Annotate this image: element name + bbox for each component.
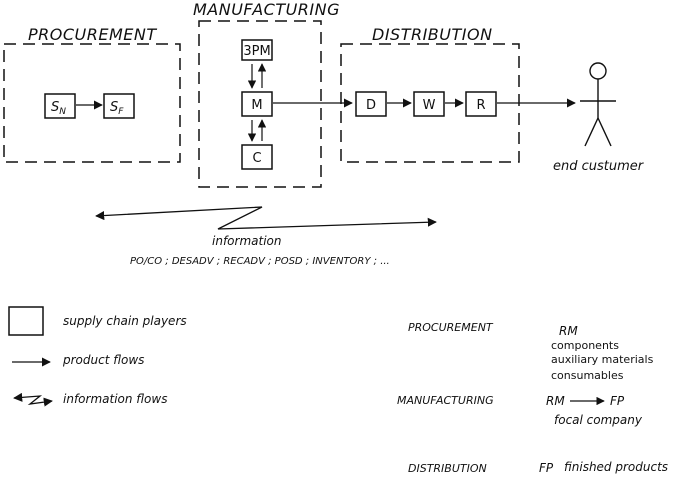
node-r (465, 91, 497, 117)
procurement-region (3, 43, 181, 163)
node-sn-label: SN (51, 100, 66, 117)
side-procurement-item-3: consumables (551, 369, 624, 382)
node-sf-label: SF (110, 100, 124, 117)
side-procurement-item-2: auxiliary materials (551, 353, 654, 366)
side-manufacturing-title: MANUFACTURING (397, 394, 494, 407)
legend-information-arrow (13, 392, 53, 407)
side-procurement-item-1: components (551, 339, 619, 352)
side-distribution-code: FP (539, 461, 554, 475)
customer-figure (580, 62, 616, 147)
legend-product-label: product flows (62, 353, 144, 367)
manufacturing-region (198, 20, 322, 188)
side-manufacturing-to: FP (610, 394, 625, 408)
manufacturing-title: MANUFACTURING (193, 0, 340, 19)
procurement-title: PROCUREMENT (28, 25, 157, 44)
node-r-label: R (476, 98, 485, 113)
side-procurement-head: RM (559, 324, 578, 338)
node-d (355, 91, 387, 117)
information-flow-arrow (95, 206, 437, 230)
node-3pm (241, 39, 273, 61)
node-d-label: D (366, 98, 376, 113)
distribution-title: DISTRIBUTION (372, 25, 493, 44)
node-m (241, 91, 273, 117)
side-distribution-text: finished products (564, 460, 668, 474)
node-3pm-label: 3PM (243, 44, 270, 59)
side-manufacturing-note: focal company (554, 413, 643, 427)
legend-information-label: information flows (63, 392, 167, 406)
legend-player-box (8, 306, 44, 336)
side-distribution-title: DISTRIBUTION (408, 462, 487, 475)
side-procurement-title: PROCUREMENT (408, 321, 494, 334)
node-w (413, 91, 445, 117)
information-label: information (212, 234, 281, 248)
information-items: PO/CO ; DESADV ; RECADV ; POSD ; INVENTO… (130, 256, 390, 267)
legend-players-label: supply chain players (63, 314, 187, 328)
node-c-label: C (252, 151, 261, 166)
node-c (241, 144, 273, 170)
node-m-label: M (251, 98, 262, 113)
node-sf (103, 93, 135, 119)
node-sn (44, 93, 76, 119)
side-manufacturing-from: RM (546, 394, 565, 408)
customer-label: end custumer (553, 159, 645, 174)
node-w-label: W (423, 98, 436, 113)
